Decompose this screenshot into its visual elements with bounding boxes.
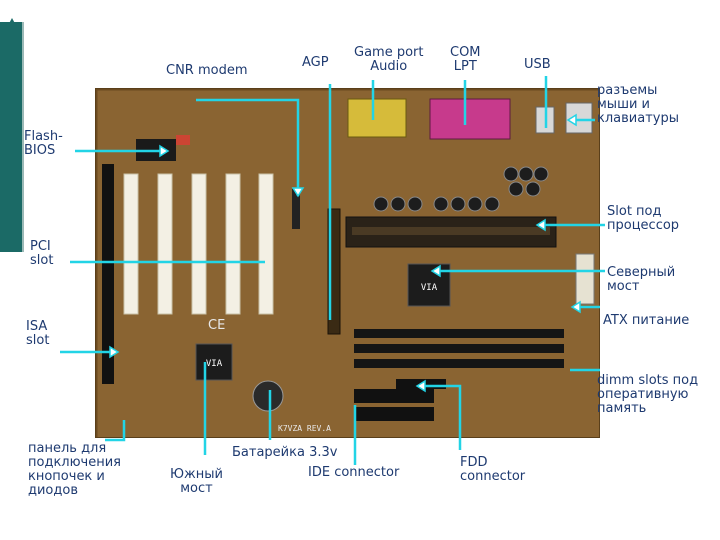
pointer-arrow-ps2-icon [568,115,576,125]
label-flash-bios: Flash- BIOS [24,130,63,158]
label-dimm-slots: dimm slots под оперативную память [597,374,698,416]
label-atx-power: ATX питание [603,314,689,328]
pointer-fdd [425,386,460,450]
pointer-arrow-flash-icon [160,146,168,156]
label-agp: AGP [302,56,329,70]
label-cpu-slot: Slot под процессор [607,205,679,233]
pointer-arrow-fdd-icon [417,381,425,391]
label-fdd-connector: FDD connector [460,456,525,484]
label-isa-slot: ISA slot [26,320,49,348]
label-ps2-ports: разъемы мыши и клавиатуры [597,84,679,126]
label-southbridge: Южный мост [170,468,223,496]
pointer-arrow-cnr-icon [293,188,303,196]
label-pci-slot: PCI slot [30,240,53,268]
pointer-cnr [196,100,298,196]
label-northbridge: Северный мост [607,266,675,294]
label-usb: USB [524,58,551,72]
label-game-port-audio: Game port Audio [354,46,423,74]
pointer-arrow-northbridge-icon [432,266,440,276]
label-cnr-modem: CNR modem [166,64,248,78]
label-front-panel: панель для подключения кнопочек и диодов [28,442,121,498]
pointer-arrow-cpu-icon [537,220,545,230]
pointer-panel [105,420,124,440]
pointer-arrow-isa-icon [110,347,118,357]
label-battery: Батарейка 3.3v [232,446,337,460]
label-com-lpt: COM LPT [450,46,481,74]
label-ide-connector: IDE connector [308,466,399,480]
pointer-arrow-atx-icon [572,302,580,312]
